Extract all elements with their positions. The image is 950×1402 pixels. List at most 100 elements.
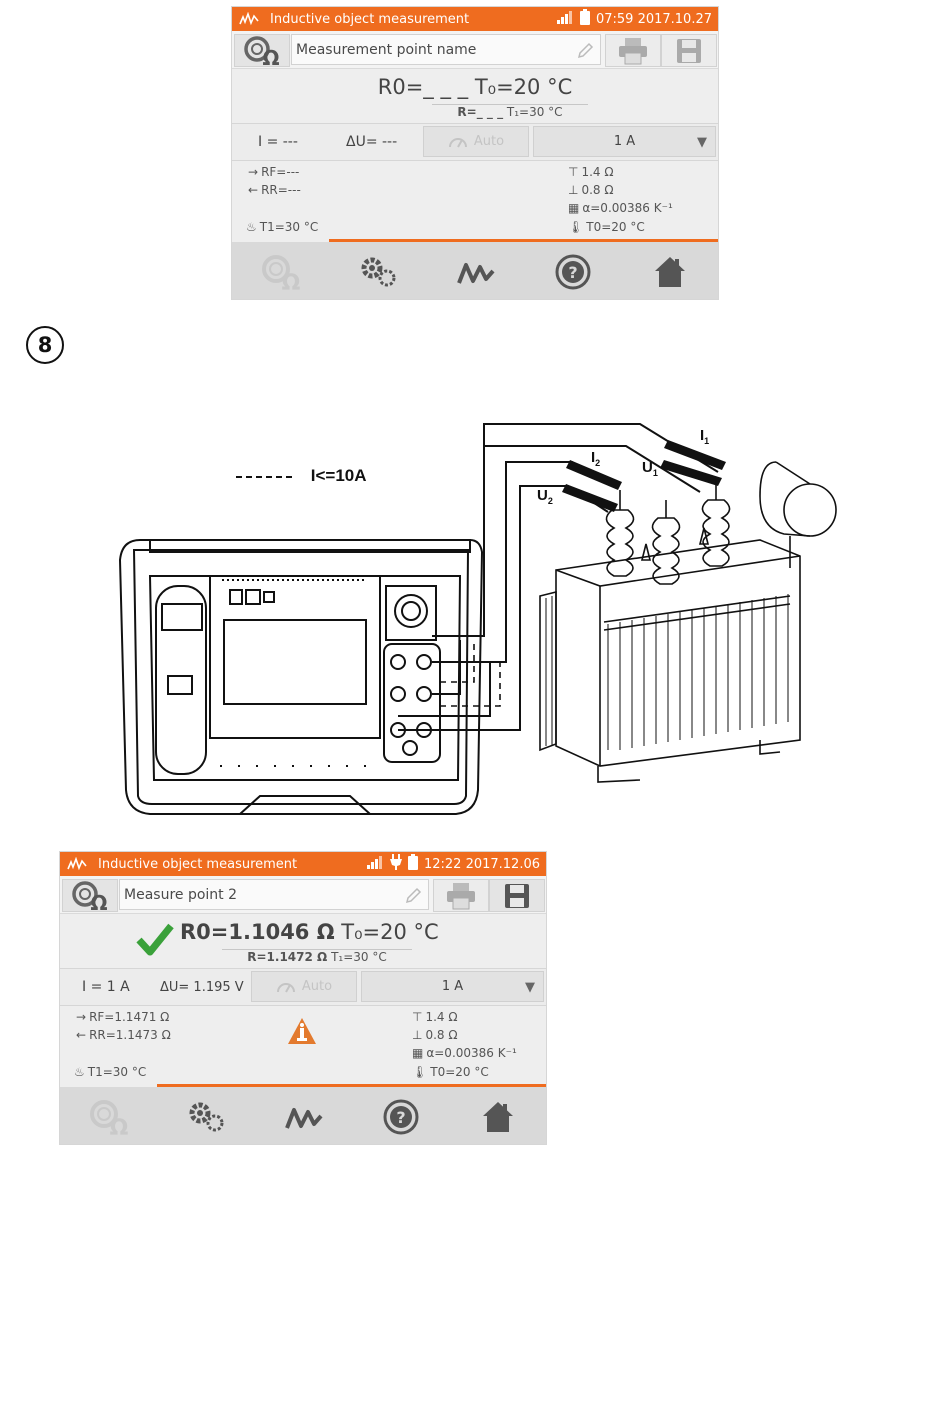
nav-home-button[interactable] bbox=[640, 250, 700, 294]
rr-readout: ← RR=1.1473 Ω bbox=[76, 1028, 171, 1042]
t0-readout: 🌡 T0=20 °C bbox=[568, 220, 645, 234]
svg-text:I1: I1 bbox=[700, 427, 709, 446]
sub-result: R=_ _ _ T₁=30 °C bbox=[432, 104, 588, 119]
limit-high: ⊤ 1.4 Ω bbox=[568, 165, 614, 179]
arrow-left-icon: ← bbox=[76, 1028, 87, 1042]
rf-value: RF=1.1471 Ω bbox=[89, 1010, 170, 1024]
gauge-icon bbox=[448, 137, 467, 147]
nav-graph-button[interactable] bbox=[274, 1095, 334, 1139]
limit-high-value: 1.4 Ω bbox=[581, 165, 614, 179]
home-icon bbox=[483, 1102, 513, 1132]
limit-high: ⊤ 1.4 Ω bbox=[412, 1010, 458, 1024]
limit-high-icon: ⊤ bbox=[412, 1010, 423, 1024]
control-row: I = --- ΔU= --- Auto 1 A ▼ bbox=[232, 123, 718, 161]
nav-home-button[interactable] bbox=[468, 1095, 528, 1139]
settings-icon bbox=[361, 257, 396, 287]
plug-icon bbox=[389, 854, 402, 874]
point-name-input[interactable]: Measure point 2 bbox=[119, 879, 429, 910]
limit-low-icon: ⊥ bbox=[412, 1028, 423, 1042]
pencil-icon bbox=[404, 887, 422, 909]
measurement-icon: Ω bbox=[90, 1100, 129, 1137]
signal-icon bbox=[556, 10, 574, 28]
bushings bbox=[605, 480, 731, 585]
r-value: R=1.1472 Ω bbox=[247, 950, 328, 964]
measurement-mode-button[interactable]: Ω bbox=[62, 879, 118, 912]
save-icon bbox=[677, 38, 701, 63]
measurement-mode-button[interactable]: Ω bbox=[234, 34, 290, 67]
nav-settings-button[interactable] bbox=[349, 250, 409, 294]
signal-icon bbox=[366, 855, 384, 873]
voltage-readout: ΔU= --- bbox=[346, 134, 398, 150]
arrow-right-icon: → bbox=[248, 165, 259, 179]
t1-value: T1=30 °C bbox=[87, 1065, 147, 1079]
dashed-current-wires bbox=[440, 640, 501, 707]
r-value: R=_ _ _ bbox=[457, 105, 504, 119]
save-button[interactable] bbox=[661, 34, 717, 67]
main-result: R0=_ _ _ T₀=20 °C bbox=[232, 75, 718, 99]
title-bar: Inductive object measurement 12:22 2017.… bbox=[60, 852, 546, 876]
nav-help-button[interactable]: ? bbox=[371, 1095, 431, 1139]
r0-value: R0=1.1046 Ω bbox=[180, 920, 335, 944]
nav-measurement-button[interactable]: Ω bbox=[252, 250, 312, 294]
nav-graph-button[interactable] bbox=[446, 250, 506, 294]
gauge-icon bbox=[276, 982, 295, 992]
alpha-readout: ▦ α=0.00386 K⁻¹ bbox=[412, 1046, 517, 1060]
main-result: R0=1.1046 Ω T₀=20 °C bbox=[180, 920, 439, 944]
check-icon bbox=[136, 923, 174, 956]
home-icon bbox=[655, 257, 685, 287]
auto-label: Auto bbox=[473, 134, 505, 149]
current-range-select[interactable]: 1 A ▼ bbox=[361, 971, 544, 1002]
rf-value: RF=--- bbox=[261, 165, 300, 179]
svg-text:I2: I2 bbox=[591, 449, 600, 468]
rr-readout: ← RR=--- bbox=[248, 183, 301, 197]
print-button[interactable] bbox=[605, 34, 661, 67]
t1-header: T₁=30 °C bbox=[331, 950, 387, 964]
nav-settings-button[interactable] bbox=[177, 1095, 237, 1139]
svg-text:?: ? bbox=[396, 1108, 405, 1127]
bottom-nav: Ω ? bbox=[232, 242, 718, 299]
nav-measurement-button[interactable]: Ω bbox=[80, 1095, 140, 1139]
measurement-icon: Ω bbox=[244, 35, 280, 67]
limit-low: ⊥ 0.8 Ω bbox=[412, 1028, 458, 1042]
t1-readout: ♨ T1=30 °C bbox=[246, 220, 318, 234]
printer-icon bbox=[447, 882, 475, 909]
auto-button[interactable]: Auto bbox=[423, 126, 529, 157]
thermometer-icon: 🌡 bbox=[568, 220, 584, 234]
step-number: 8 bbox=[26, 326, 64, 364]
sub-result: R=1.1472 Ω T₁=30 °C bbox=[222, 949, 412, 964]
graph-icon bbox=[285, 1108, 323, 1129]
save-button[interactable] bbox=[489, 879, 545, 912]
toolbar: Ω Measure point 2 bbox=[60, 876, 546, 914]
warning-icon bbox=[288, 1018, 316, 1044]
current-readout: I = --- bbox=[258, 134, 298, 150]
nav-help-button[interactable]: ? bbox=[543, 250, 603, 294]
help-icon: ? bbox=[383, 1099, 419, 1135]
measurement-icon: Ω bbox=[72, 880, 108, 912]
limit-low-value: 0.8 Ω bbox=[425, 1028, 458, 1042]
alpha-value: α=0.00386 K⁻¹ bbox=[426, 1046, 517, 1060]
datetime: 12:22 2017.12.06 bbox=[423, 856, 540, 872]
t0-header: T₀=20 °C bbox=[474, 75, 573, 99]
t0-readout: 🌡 T0=20 °C bbox=[412, 1065, 489, 1079]
rf-readout: → RF=--- bbox=[248, 165, 299, 179]
measurement-icon: Ω bbox=[262, 255, 301, 292]
arrow-left-icon: ← bbox=[248, 183, 259, 197]
screen-title: Inductive object measurement bbox=[270, 11, 470, 27]
help-icon: ? bbox=[555, 254, 591, 290]
voltage-readout: ΔU= 1.195 V bbox=[160, 979, 244, 995]
print-button[interactable] bbox=[433, 879, 489, 912]
current-range-select[interactable]: 1 A ▼ bbox=[533, 126, 716, 157]
auto-button[interactable]: Auto bbox=[251, 971, 357, 1002]
auto-label: Auto bbox=[301, 979, 333, 994]
connection-diagram: I1 I2 U1 U2 bbox=[118, 423, 837, 815]
meter-screen-1: Inductive object measurement 07:59 2017.… bbox=[231, 6, 719, 300]
limit-high-icon: ⊤ bbox=[568, 165, 579, 179]
wave-icon bbox=[238, 10, 260, 28]
legend-label: I<=10A bbox=[310, 466, 367, 485]
meter-device bbox=[118, 539, 484, 815]
t0-value: T0=20 °C bbox=[586, 220, 645, 234]
svg-text:U1: U1 bbox=[642, 459, 658, 478]
point-name-value: Measure point 2 bbox=[124, 886, 238, 903]
point-name-input[interactable]: Measurement point name bbox=[291, 34, 601, 65]
calculator-icon: ▦ bbox=[412, 1046, 424, 1060]
